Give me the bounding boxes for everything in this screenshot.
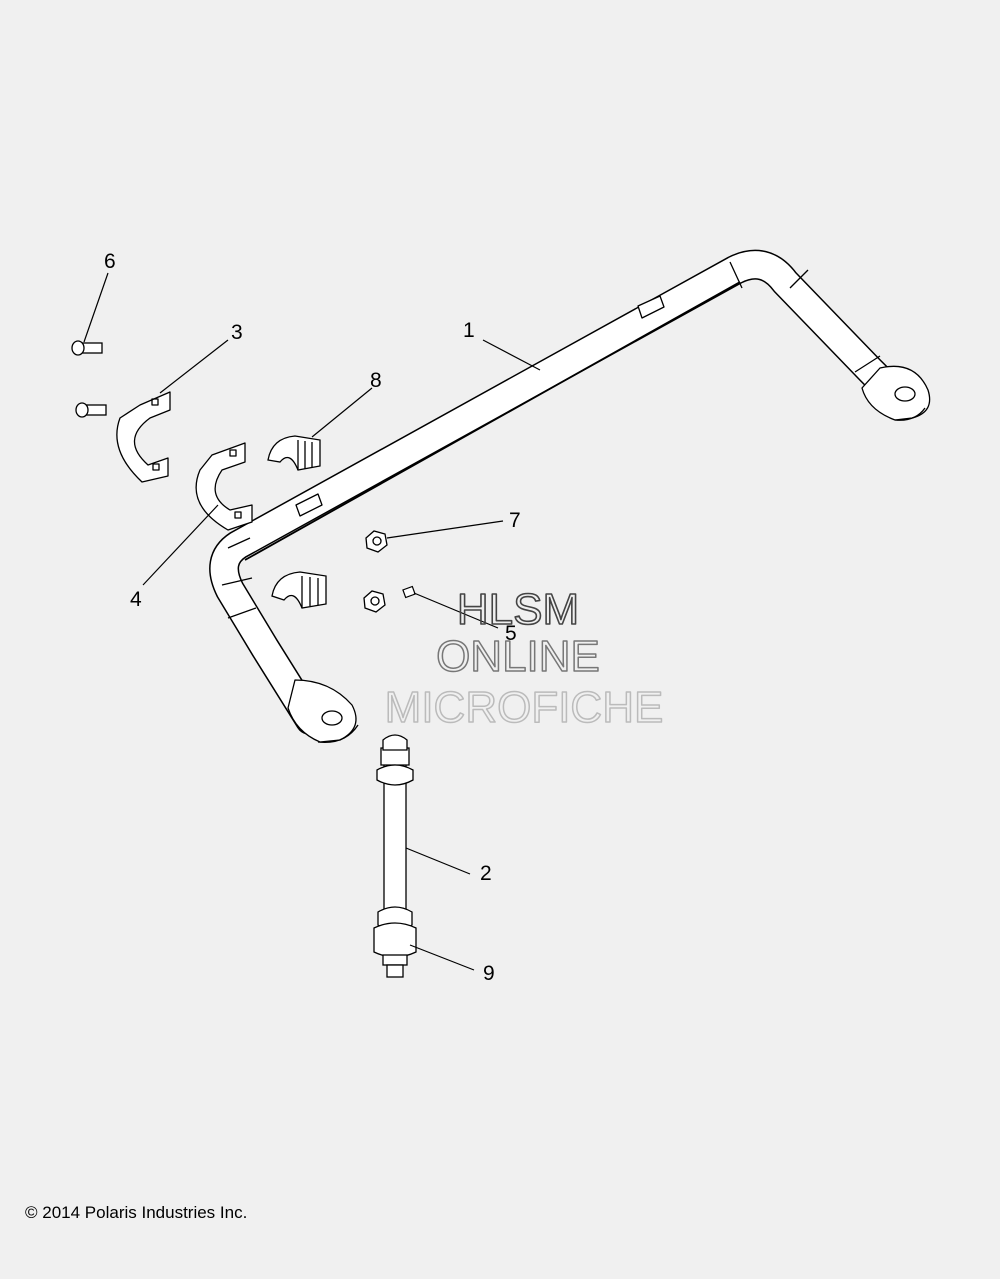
leader-line-9 bbox=[409, 944, 475, 971]
leader-line-7 bbox=[386, 520, 504, 539]
leader-line-5 bbox=[413, 592, 499, 629]
part-end-link[interactable] bbox=[373, 734, 417, 978]
leader-line-8 bbox=[311, 387, 373, 438]
callout-5: 5 bbox=[505, 622, 517, 645]
part-clamp-lower[interactable] bbox=[195, 442, 253, 531]
part-bushing-lower[interactable] bbox=[271, 571, 327, 609]
part-bolt-lower[interactable] bbox=[75, 402, 107, 418]
callout-6: 6 bbox=[104, 250, 116, 273]
part-bushing-upper[interactable] bbox=[267, 435, 321, 471]
watermark-line-2: ONLINE bbox=[436, 632, 600, 681]
watermark-line-3: MICROFICHE bbox=[385, 683, 664, 732]
callout-4: 4 bbox=[130, 588, 142, 611]
callout-9: 9 bbox=[483, 962, 495, 985]
callout-2: 2 bbox=[480, 862, 492, 885]
leader-line-1 bbox=[482, 339, 541, 371]
leader-line-6 bbox=[83, 272, 109, 343]
part-stabilizer-bar[interactable] bbox=[209, 249, 931, 744]
part-clamp-upper[interactable] bbox=[116, 391, 171, 483]
part-nut-lower[interactable] bbox=[363, 590, 386, 613]
callout-7: 7 bbox=[509, 509, 521, 532]
watermark: HLSM ONLINE MICROFICHE bbox=[384, 584, 664, 733]
leader-lines bbox=[83, 272, 541, 971]
leader-line-2 bbox=[405, 847, 471, 875]
callout-8: 8 bbox=[370, 369, 382, 392]
callout-1: 1 bbox=[463, 319, 475, 342]
copyright-notice: © 2014 Polaris Industries Inc. bbox=[25, 1203, 248, 1222]
part-bolt-upper[interactable] bbox=[71, 340, 103, 356]
part-nut-upper[interactable] bbox=[365, 530, 388, 553]
watermark-line-1: HLSM bbox=[457, 585, 579, 634]
callout-3: 3 bbox=[231, 321, 243, 344]
leader-line-4 bbox=[142, 504, 219, 586]
leader-line-3 bbox=[159, 339, 229, 394]
part-grease-fitting[interactable] bbox=[402, 585, 416, 599]
